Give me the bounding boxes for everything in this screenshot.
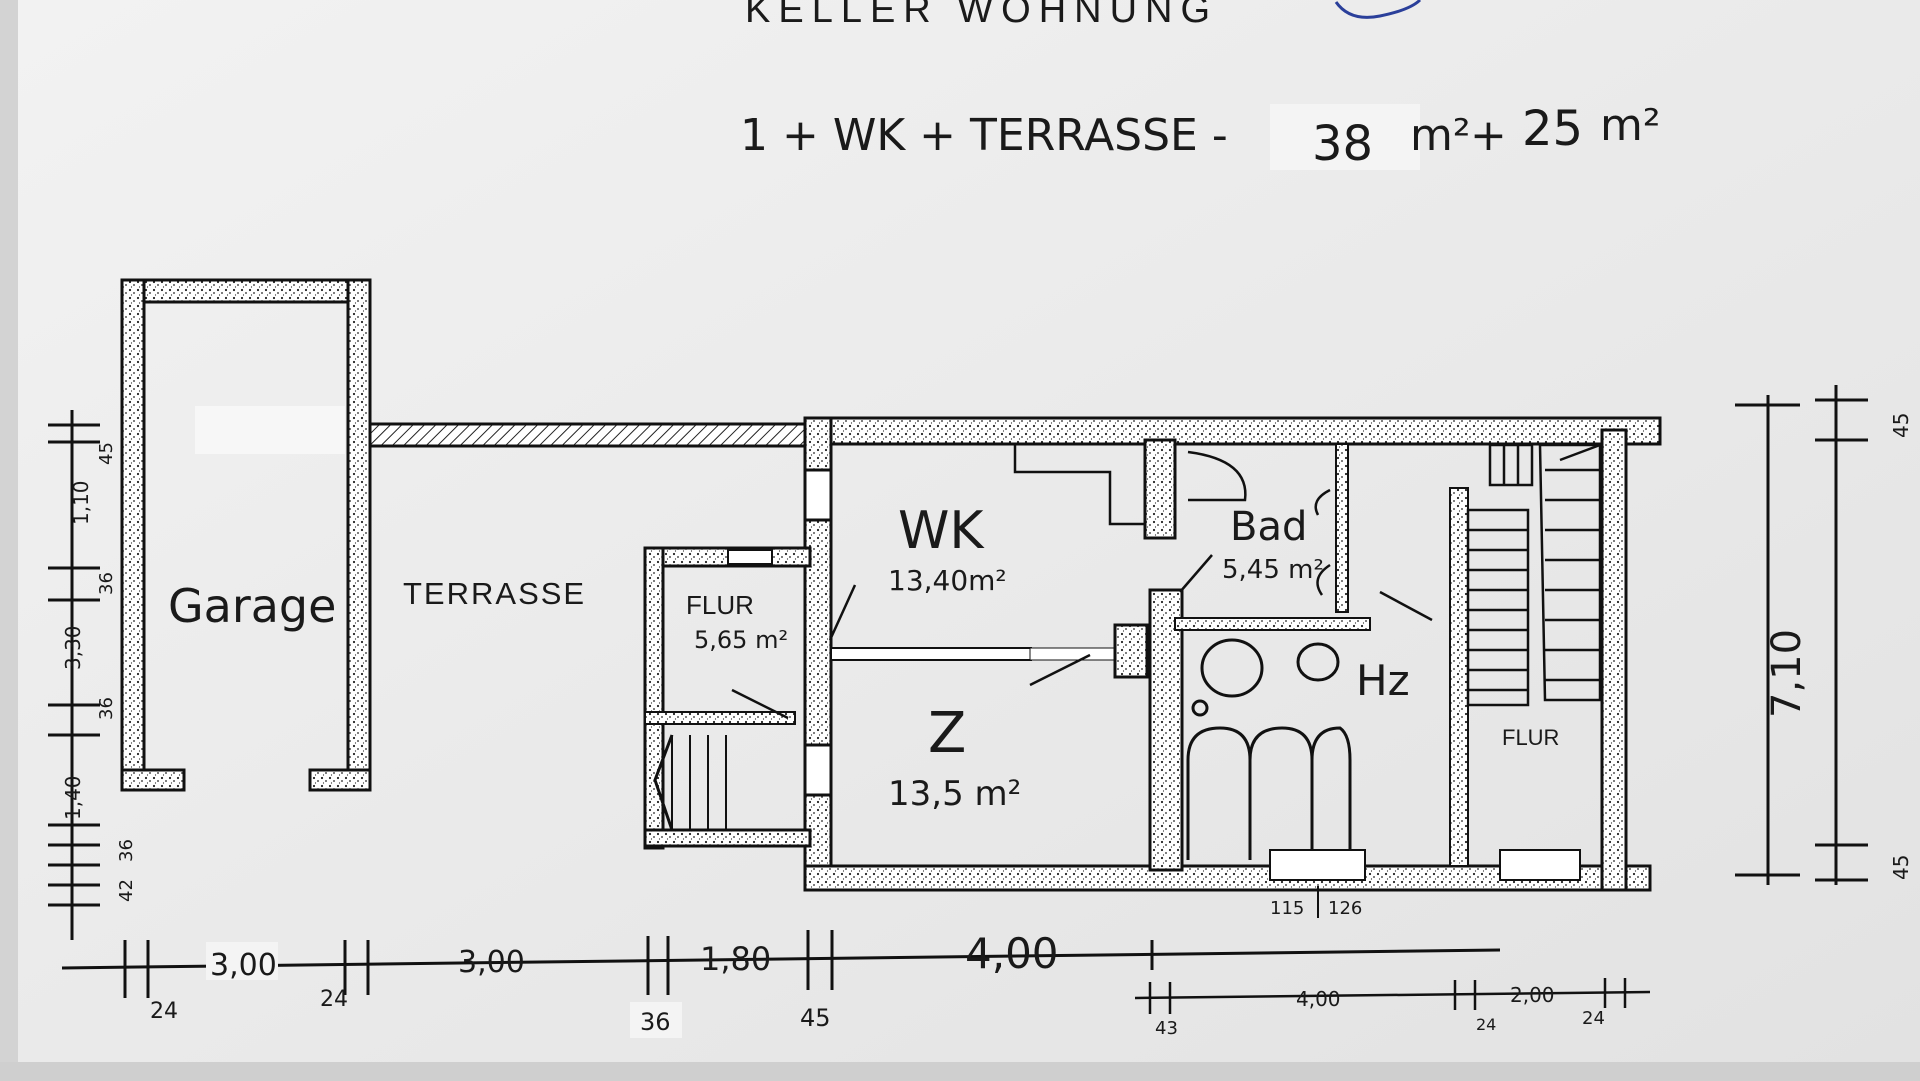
plan-title: KELLER WOHNUNG <box>745 0 1218 31</box>
bottom-openings <box>1269 849 1581 881</box>
room-z-label: Z <box>928 701 966 766</box>
dim-br-4: 2,00 <box>1510 983 1555 1007</box>
dim-right-3: 45 <box>1889 855 1913 880</box>
dimension-bottom-right <box>1134 978 1651 1014</box>
area-main-unit: m² <box>1410 110 1471 161</box>
dim-bottom-2: 3,00 <box>458 945 525 980</box>
room-flur-right-label: FLUR <box>1502 725 1559 750</box>
dim-br-1: 43 <box>1155 1018 1178 1039</box>
dim-bottom-small-1: 24 <box>150 999 178 1024</box>
heating-equipment <box>1186 638 1352 860</box>
room-wk-label: WK <box>898 501 985 561</box>
stairs-right <box>1466 443 1602 707</box>
room-z-area: 13,5 m² <box>888 774 1021 814</box>
dim-bottom-small-2: 24 <box>320 987 348 1012</box>
door-swings <box>731 444 1433 720</box>
room-bad-area: 5,45 m² <box>1222 555 1324 585</box>
dim-left-6: 1,40 <box>61 775 85 820</box>
room-flur-small-label: FLUR <box>686 590 754 620</box>
dim-bottom-3: 1,80 <box>700 940 771 978</box>
summary-label: 1 + WK + TERRASSE - <box>740 110 1228 161</box>
dim-bottom-4: 4,00 <box>965 929 1059 978</box>
room-bad-label: Bad <box>1230 504 1307 550</box>
dim-stair-door-1: 115 <box>1270 898 1304 919</box>
room-garage-label: Garage <box>168 579 336 633</box>
area-plus: + <box>1470 110 1507 161</box>
dim-sticker-2 <box>630 1002 682 1038</box>
dim-br-5: 24 <box>1582 1008 1605 1029</box>
dim-right-2: 7,10 <box>1764 629 1810 718</box>
dimension-right <box>1735 385 1868 885</box>
dimension-bottom <box>61 930 1501 998</box>
dim-left-2: 1,10 <box>69 480 93 525</box>
area-terrace-value: 25 <box>1522 101 1583 157</box>
room-terrasse-label: TERRASSE <box>403 576 586 611</box>
scribble-mark <box>1334 0 1422 19</box>
room-wk-area: 13,40m² <box>888 564 1007 597</box>
flur-annex <box>643 546 812 850</box>
dim-bottom-1: 3,00 <box>210 948 277 983</box>
dim-left-3: 36 <box>96 572 117 595</box>
dim-left-5: 36 <box>96 697 117 720</box>
garage-walls <box>120 278 372 792</box>
area-terrace-unit: m² <box>1600 100 1661 151</box>
terrace-rail <box>368 422 810 448</box>
area-sticker <box>1270 104 1420 170</box>
dim-left-8: 42 <box>116 879 137 902</box>
dim-right-1: 45 <box>1889 413 1913 438</box>
room-flur-small-area: 5,65 m² <box>694 626 788 654</box>
dim-left-4: 3,30 <box>61 625 85 670</box>
dim-bottom-small-3: 36 <box>640 1008 671 1036</box>
dim-left-1: 45 <box>96 442 117 465</box>
area-main-value: 38 <box>1312 116 1373 172</box>
dim-br-2: 4,00 <box>1296 987 1341 1011</box>
dim-sticker-1 <box>206 942 278 980</box>
dim-stair-door-2: 126 <box>1328 898 1362 919</box>
dimension-left <box>48 410 100 940</box>
dim-br-3: 24 <box>1476 1015 1496 1034</box>
room-hz-label: Hz <box>1356 656 1410 705</box>
dim-bottom-small-4: 45 <box>800 1004 831 1032</box>
dim-left-7: 36 <box>116 839 137 862</box>
